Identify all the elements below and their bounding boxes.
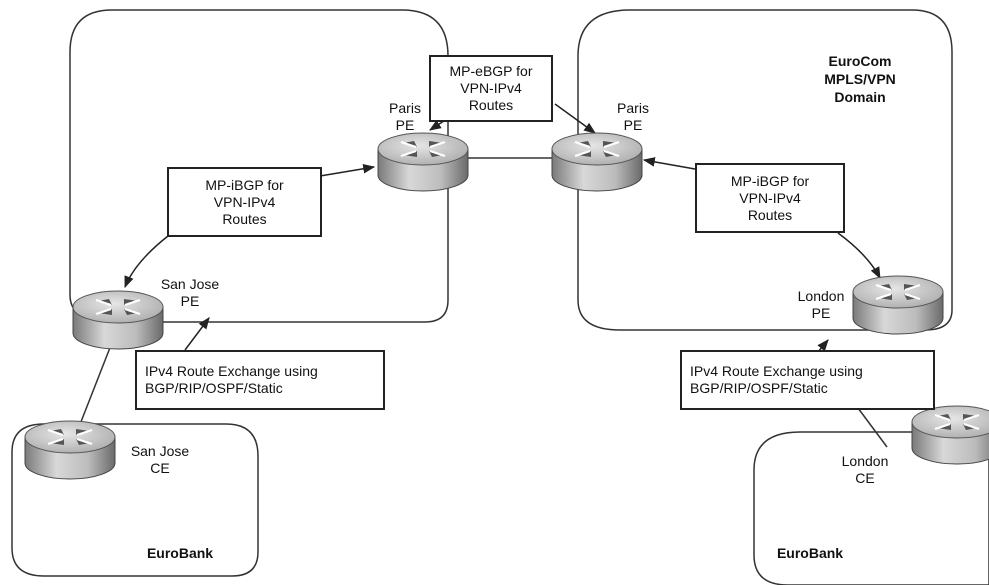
box-line: VPN-IPv4: [213, 193, 276, 210]
mp-ibgp-left-box: MP-iBGP for VPN-IPv4 Routes: [167, 167, 322, 237]
arrow-ibgp-right-down: [837, 232, 881, 280]
router-name: San Jose: [130, 443, 190, 459]
domain-line: EuroCom: [828, 53, 892, 69]
arrow-ipv4-left: [184, 317, 210, 351]
eurobank-left-label: EuroBank: [146, 545, 214, 561]
eurocom-left-cloud: [69, 9, 449, 323]
london-ce-label: London CE: [830, 453, 900, 487]
router-name: Paris: [389, 100, 421, 116]
box-line: VPN-IPv4: [460, 80, 522, 96]
paris-pe-left-label: Paris PE: [385, 100, 425, 134]
mp-ibgp-right-box: MP-iBGP for VPN-IPv4 Routes: [695, 163, 845, 233]
router-icon-sanjose-ce: [23, 419, 117, 481]
domain-line: MPLS/VPN: [824, 71, 896, 87]
router-name: San Jose: [160, 276, 220, 292]
router-name: London: [797, 288, 845, 304]
london-access-link: [854, 403, 888, 448]
ipv4-exchange-right-box: IPv4 Route Exchange using BGP/RIP/OSPF/S…: [680, 350, 935, 410]
eurobank-right-label: EuroBank: [776, 545, 844, 561]
box-line: BGP/RIP/OSPF/Static: [145, 380, 283, 396]
domain-line: Domain: [834, 89, 886, 105]
sanjose-ce-label: San Jose CE: [120, 443, 200, 477]
paris-pe-right-label: Paris PE: [613, 100, 653, 134]
sanjose-access-link: [76, 339, 114, 433]
arrow-ibgp-right-up: [642, 157, 696, 170]
box-line: IPv4 Route Exchange using: [690, 363, 863, 379]
router-role: PE: [623, 117, 643, 133]
router-name: Paris: [617, 100, 649, 116]
router-role: PE: [811, 305, 831, 321]
london-pe-label: London PE: [786, 288, 856, 322]
eurobank-left-site: [11, 423, 259, 577]
router-icon-london-pe: [851, 274, 945, 336]
box-line: Routes: [747, 206, 793, 223]
box-line: Routes: [468, 97, 514, 113]
box-line: MP-eBGP for: [449, 63, 533, 79]
router-role: PE: [180, 293, 200, 309]
box-line: IPv4 Route Exchange using: [145, 363, 318, 379]
sanjose-pe-label: San Jose PE: [150, 276, 230, 310]
box-line: Routes: [222, 210, 267, 227]
router-icon-london-ce: [910, 404, 989, 466]
arrow-ibgp-left-down: [124, 235, 169, 289]
box-line: BGP/RIP/OSPF/Static: [690, 380, 828, 396]
box-line: VPN-IPv4: [739, 189, 801, 206]
eurocom-domain-label: EuroCom MPLS/VPN Domain: [800, 52, 920, 106]
ipv4-exchange-left-box: IPv4 Route Exchange using BGP/RIP/OSPF/S…: [135, 350, 385, 410]
box-line: MP-iBGP for: [205, 176, 284, 193]
router-icon-paris-pe-right: [550, 131, 644, 193]
router-name: London: [841, 453, 889, 469]
arrow-ebgp-right: [554, 103, 596, 134]
box-line: MP-iBGP for: [730, 172, 810, 189]
router-role: CE: [150, 460, 170, 476]
eurocom-right-cloud: [577, 9, 953, 331]
arrow-ibgp-left-up: [319, 164, 376, 177]
mp-ebgp-box: MP-eBGP for VPN-IPv4 Routes: [429, 55, 553, 122]
router-icon-paris-pe-left: [376, 131, 470, 193]
router-role: PE: [395, 117, 415, 133]
router-role: CE: [855, 470, 875, 486]
